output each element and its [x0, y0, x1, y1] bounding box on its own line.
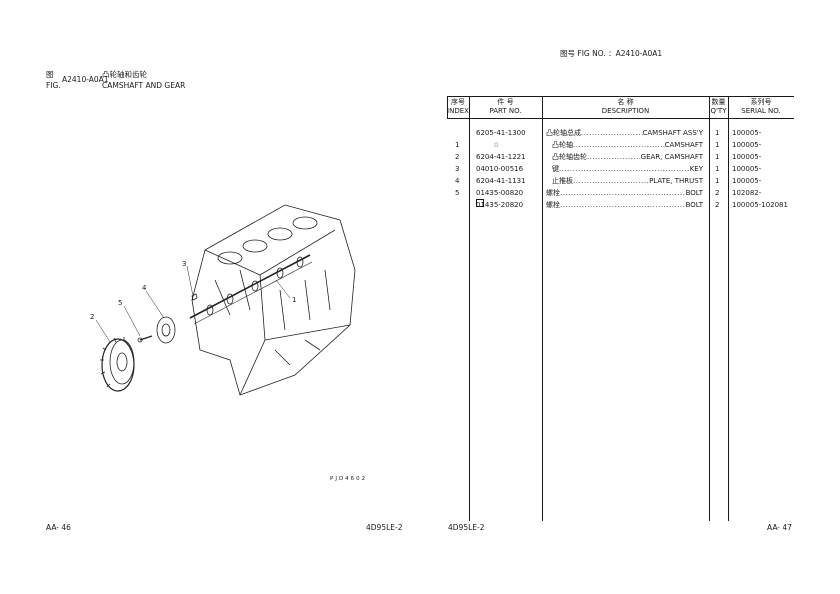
cell-serial: 100005-: [732, 153, 762, 161]
cell-qty: 1: [715, 129, 720, 137]
table-row: 5 01435-00820 螺栓 .......................…: [455, 189, 762, 197]
cell-desc-zh: 止推板: [552, 177, 573, 185]
cell-desc-zh: 键: [552, 165, 559, 173]
parts-table: 序号 INDEX 件 号 PART NO. 名 称 DESCRIPTION 数量…: [447, 96, 794, 521]
fig-number: A2410-A0A1: [62, 75, 109, 84]
cell-qty: 1: [715, 141, 720, 149]
cell-qty: 2: [715, 189, 720, 197]
col-divider: [469, 96, 470, 521]
drawing-code: PJD4602: [330, 476, 368, 482]
header-serial-en: SERIAL NO.: [741, 107, 781, 115]
header-part-zh: 件 号: [497, 98, 514, 106]
cell-part-no: 6204-41-1131: [476, 177, 526, 185]
cell-index: 2: [455, 153, 460, 161]
cell-part-no: ☆: [493, 141, 500, 149]
cell-qty: 1: [715, 177, 720, 185]
thrust-plate: [156, 316, 176, 344]
cell-part-no: 04010-00516: [476, 165, 524, 173]
cell-desc-en: BOLT: [685, 201, 703, 209]
header-qty-zh: 数量: [711, 98, 726, 106]
cell-index: 4: [455, 177, 460, 185]
engine-block: [191, 204, 356, 396]
fig-label-en: FIG.: [46, 81, 61, 90]
col-divider: [542, 96, 543, 521]
header-index-zh: 序号: [451, 98, 465, 106]
callout-5: 5: [118, 299, 122, 307]
header-desc-zh: 名 称: [617, 98, 634, 106]
col-divider: [447, 96, 448, 118]
cell-desc-en: BOLT: [685, 189, 703, 197]
cell-desc-zh: 凸轮轴齿轮: [552, 153, 587, 161]
table-row: 6205-41-1300 凸轮轴总成 .....................…: [476, 129, 762, 137]
callout-1: 1: [292, 296, 296, 304]
header-index-en: INDEX: [447, 107, 469, 115]
page-number-left: AA- 46: [46, 523, 71, 532]
table-top-rule: [447, 96, 794, 97]
cell-index: 5: [455, 189, 460, 197]
model-left: 4D95LE-2: [366, 523, 403, 532]
header-serial-zh: 系列号: [750, 98, 772, 106]
cell-desc-en: CAMSHAFT ASS'Y: [642, 129, 704, 137]
table-row: 1 ☆ 凸轮轴 ................................…: [455, 141, 762, 149]
cell-serial: 100005-102081: [732, 201, 788, 209]
cell-desc-zh: 凸轮轴: [552, 141, 573, 149]
key: [191, 293, 198, 301]
table-header-rule: [447, 118, 794, 119]
callout-3: 3: [182, 260, 186, 268]
page-number-right: AA- 47: [767, 523, 792, 532]
cell-desc-en: PLATE, THRUST: [649, 177, 703, 185]
cell-qty: 1: [715, 153, 720, 161]
figure-title-zh: 凸轮轴和齿轮: [102, 70, 147, 79]
col-divider: [728, 96, 729, 521]
exploded-view-illustration: 3 4 5 2 1: [90, 204, 356, 396]
cell-part-no: 01435-00820: [476, 189, 524, 197]
callout-2: 2: [90, 313, 94, 321]
table-row: 2 6204-41-1221 凸轮轴齿轮 ...................…: [455, 153, 762, 161]
table-row: 01435-20820 螺栓 .........................…: [476, 199, 788, 209]
table-row: 4 6204-41-1131 止推板 .....................…: [455, 177, 762, 185]
cell-desc-en: CAMSHAFT: [664, 141, 703, 149]
cell-serial: 102082-: [732, 189, 762, 197]
model-right: 4D95LE-2: [448, 523, 485, 532]
cell-index: 1: [455, 141, 460, 149]
header-desc-en: DESCRIPTION: [601, 107, 650, 115]
cell-serial: 100005-: [732, 165, 762, 173]
cell-desc-zh: 螺栓: [546, 201, 560, 209]
cell-desc-zh: 螺栓: [546, 189, 560, 197]
table-row: 3 04010-00516 键 ........................…: [455, 165, 762, 173]
cell-index: 3: [455, 165, 460, 173]
cell-qty: 1: [715, 165, 720, 173]
cell-part-no: 01435-20820: [476, 201, 524, 209]
cell-serial: 100005-: [732, 141, 762, 149]
cell-desc-en: KEY: [689, 165, 703, 173]
cell-serial: 100005-: [732, 177, 762, 185]
cell-part-no: 6204-41-1221: [476, 153, 526, 161]
col-divider: [709, 96, 710, 521]
camshaft: [189, 254, 311, 319]
cell-desc-en: GEAR, CAMSHAFT: [640, 153, 703, 161]
header-qty-en: Q'TY: [710, 107, 727, 115]
cell-serial: 100005-: [732, 129, 762, 137]
cell-part-no: 6205-41-1300: [476, 129, 526, 137]
cell-desc-zh: 凸轮轴总成: [546, 129, 581, 137]
figure-title-en: CAMSHAFT AND GEAR: [102, 81, 186, 90]
fig-number-header: 图号 FIG NO. ：A2410-A0A1: [560, 49, 663, 58]
fig-label-zh: 图: [46, 70, 54, 79]
callout-4: 4: [142, 284, 147, 292]
alternate-part-box-icon: [476, 199, 484, 207]
cell-qty: 2: [715, 201, 720, 209]
header-part-en: PART NO.: [489, 107, 522, 115]
